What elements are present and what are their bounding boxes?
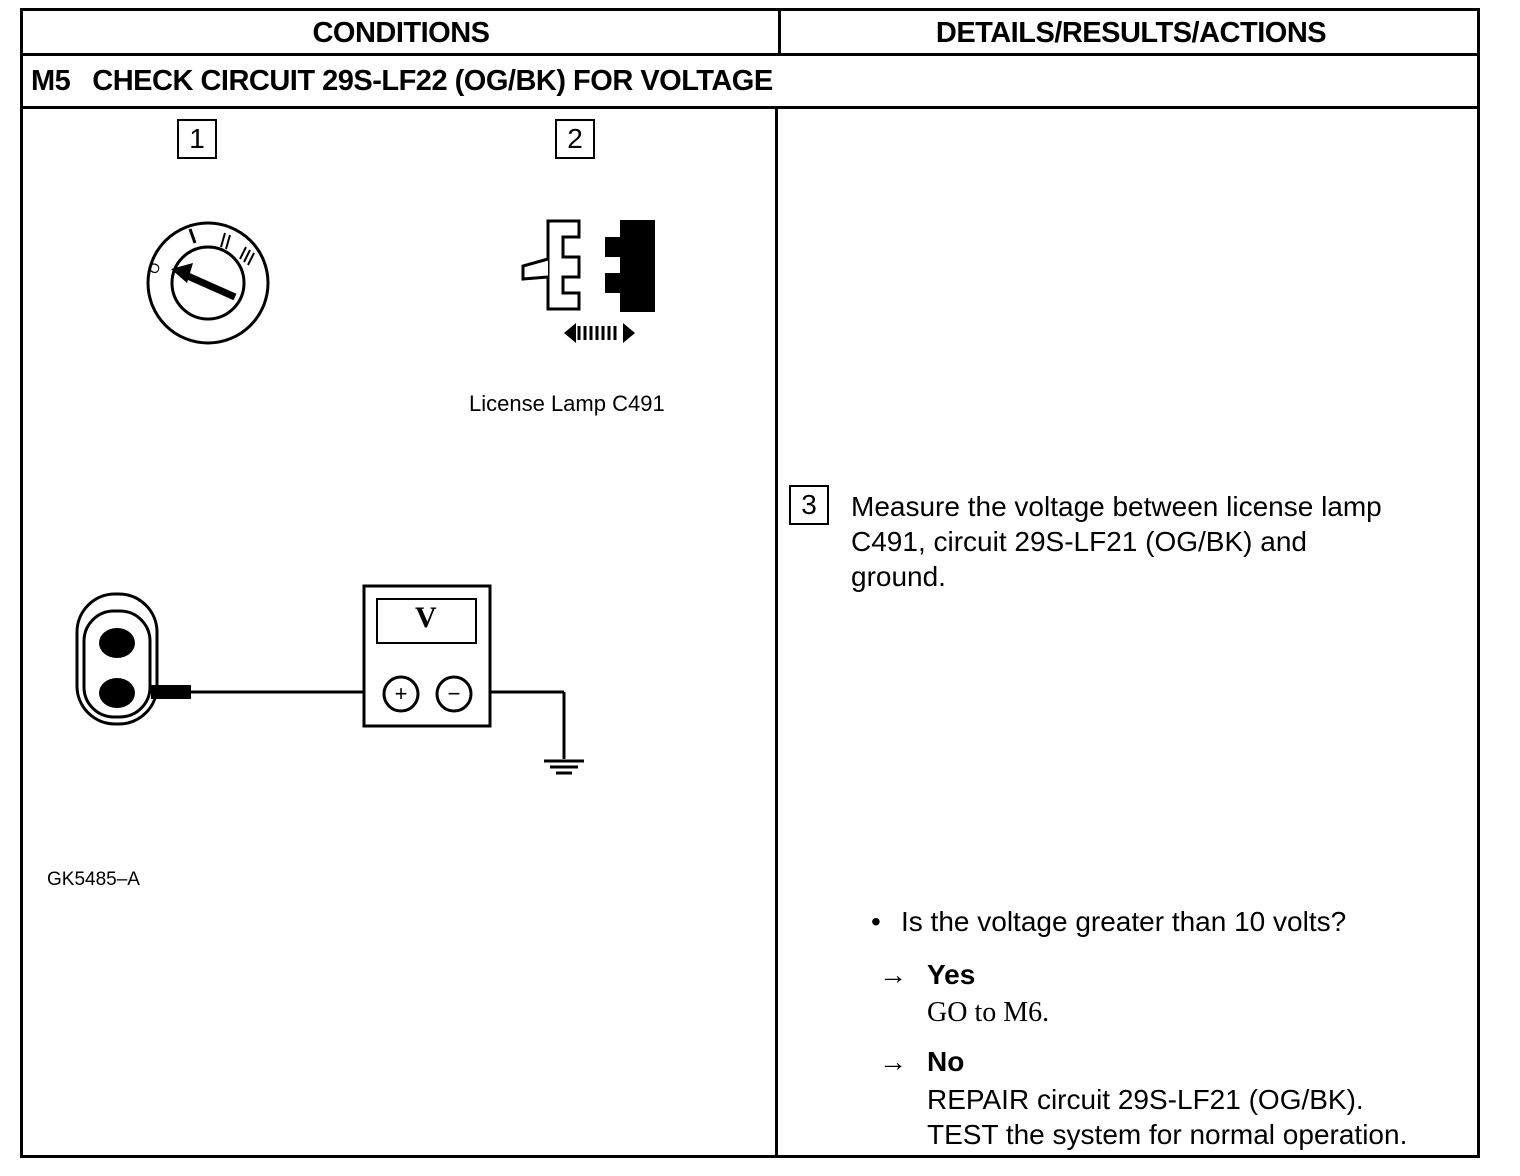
conditions-header: CONDITIONS <box>312 16 490 49</box>
arrow-right-icon: → <box>879 1046 907 1077</box>
details-header: DETAILS/RESULTS/ACTIONS <box>935 16 1327 49</box>
instruction-line: ground. <box>851 561 946 592</box>
step-code: M5 <box>31 64 71 97</box>
bullet-icon: • <box>871 906 881 937</box>
instruction-text: Measure the voltage between license lamp… <box>851 489 1471 594</box>
no-label: No <box>927 1046 965 1077</box>
instruction-line: C491, circuit 29S-LF21 (OG/BK) and <box>851 526 1307 557</box>
step-number-box-3: 3 <box>789 485 829 525</box>
yes-label: Yes <box>927 959 976 990</box>
connector-face-icon <box>75 592 191 726</box>
question-text: Is the voltage greater than 10 volts? <box>901 906 1347 937</box>
no-action-line: TEST the system for normal operation. <box>927 1119 1408 1150</box>
meter-symbol: V <box>415 601 437 634</box>
step-number-box-2: 2 <box>555 119 595 159</box>
connector-disconnect-icon <box>521 219 655 343</box>
figure-id: GK5485–A <box>47 869 140 890</box>
title-rule <box>23 106 1477 109</box>
column-divider <box>775 108 778 1158</box>
svg-text:O: O <box>145 260 164 276</box>
yes-action: GO to M6. <box>927 997 1050 1028</box>
instruction-line: Measure the voltage between license lamp <box>851 491 1382 522</box>
step-number-box-1: 1 <box>177 119 217 159</box>
question: • Is the voltage greater than 10 volts? <box>871 906 1346 938</box>
voltmeter-icon <box>362 584 492 728</box>
header-rule <box>23 53 1477 56</box>
diagnostic-table: CONDITIONS DETAILS/RESULTS/ACTIONS M5 CH… <box>20 8 1480 1158</box>
connector-caption: License Lamp C491 <box>469 391 665 416</box>
ground-symbol-icon <box>544 759 584 775</box>
header-divider <box>778 11 781 55</box>
ignition-switch-icon: O <box>145 221 270 345</box>
conditions-illustration: O <box>75 219 655 775</box>
minus-terminal-symbol: − <box>447 681 461 706</box>
no-action-line: REPAIR circuit 29S-LF21 (OG/BK). <box>927 1084 1364 1115</box>
plus-terminal-symbol: + <box>394 681 408 706</box>
arrow-right-icon: → <box>879 959 907 990</box>
step-heading: CHECK CIRCUIT 29S-LF22 (OG/BK) FOR VOLTA… <box>92 64 773 97</box>
step-title: M5 CHECK CIRCUIT 29S-LF22 (OG/BK) FOR VO… <box>31 59 773 103</box>
no-action: REPAIR circuit 29S-LF21 (OG/BK). TEST th… <box>927 1082 1407 1152</box>
